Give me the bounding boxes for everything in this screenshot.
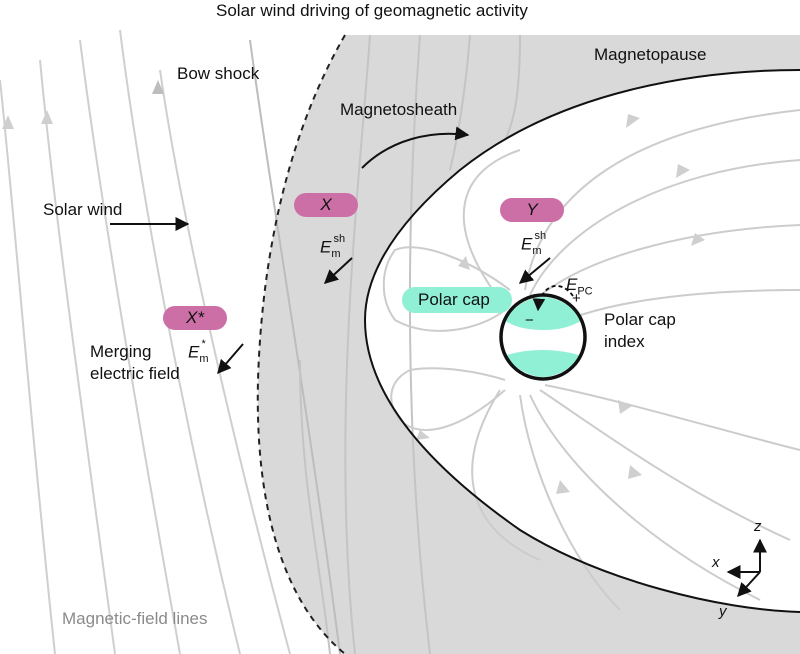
earth bbox=[499, 293, 587, 381]
em-sh-arrow-pole bbox=[518, 257, 551, 284]
em-subscript: m bbox=[199, 353, 209, 366]
magnetopause-label: Magnetopause bbox=[594, 45, 707, 64]
bow-shock-line bbox=[256, 34, 346, 654]
magnetosphere-field-arrows bbox=[416, 114, 705, 494]
solar-wind-field-lines bbox=[0, 29, 341, 654]
axis-y-label: y bbox=[719, 603, 727, 620]
em-star-label: Em * bbox=[188, 339, 209, 366]
polar-cap-index-line1: Polar cap bbox=[604, 310, 676, 329]
region-x-star-pill: X* bbox=[163, 306, 227, 330]
magnetosheath-arrow bbox=[361, 126, 470, 169]
epc-subscript: PC bbox=[577, 285, 593, 298]
em-sh-label-pole: Em sh bbox=[521, 231, 546, 258]
axis-x-label: x bbox=[712, 554, 720, 571]
epc-symbol: E bbox=[566, 275, 578, 294]
axis-z-label: z bbox=[754, 518, 762, 535]
polar-cap-label: Polar cap bbox=[418, 290, 490, 309]
diagram-title: Solar wind driving of geomagnetic activi… bbox=[216, 1, 528, 20]
epc-label: EPC bbox=[566, 276, 593, 297]
em-symbol: E bbox=[320, 237, 332, 257]
field-lines-label: Magnetic-field lines bbox=[62, 609, 208, 628]
em-subscript: m bbox=[532, 245, 542, 258]
region-y-pill: Y bbox=[500, 198, 564, 222]
region-x-pill: X bbox=[294, 193, 358, 217]
minus-sign: − bbox=[525, 312, 534, 329]
polar-cap-shape bbox=[402, 287, 512, 313]
em-superscript: * bbox=[201, 338, 206, 350]
em-symbol: E bbox=[521, 234, 533, 254]
em-symbol: E bbox=[188, 342, 200, 362]
em-superscript: sh bbox=[534, 230, 547, 242]
polar-cap-index-line2: index bbox=[604, 332, 645, 351]
coordinate-axes bbox=[726, 538, 767, 598]
bow-shock-label: Bow shock bbox=[177, 64, 260, 83]
merging-field-label-line2: electric field bbox=[90, 364, 180, 383]
em-subscript: m bbox=[331, 248, 341, 261]
em-star-arrow bbox=[217, 343, 244, 375]
em-sh-label-sheath: Em sh bbox=[320, 234, 345, 261]
magnetopause-line bbox=[363, 69, 800, 613]
solar-wind-label: Solar wind bbox=[43, 200, 123, 219]
em-sh-arrow-sheath bbox=[323, 257, 353, 284]
plus-sign: + bbox=[572, 290, 581, 307]
solar-wind-field-arrows bbox=[2, 80, 164, 129]
merging-field-label-line1: Merging bbox=[90, 342, 152, 361]
magnetosheath-label: Magnetosheath bbox=[340, 100, 458, 119]
em-superscript: sh bbox=[333, 233, 346, 245]
